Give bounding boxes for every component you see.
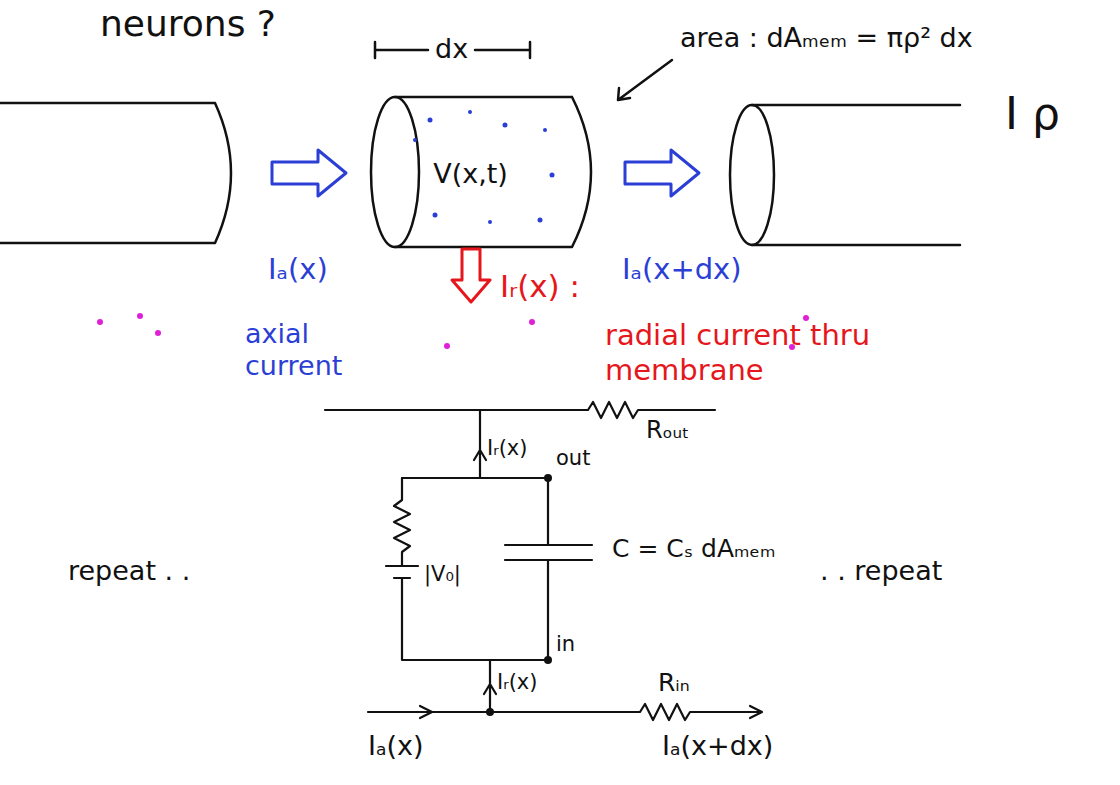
repeat-note: repeat . . bbox=[68, 555, 190, 587]
wire bbox=[402, 477, 548, 479]
terminal-label: in bbox=[556, 632, 575, 657]
resistor-symbol bbox=[325, 402, 715, 418]
resistor-label: Rₒᵤₜ bbox=[646, 416, 689, 445]
leader-arrow bbox=[618, 60, 672, 100]
current-arrow bbox=[484, 660, 496, 712]
terminal-label: out bbox=[556, 446, 590, 471]
area-formula: area : dAₘₑₘ = πρ² dx bbox=[680, 22, 973, 54]
battery-label: |V₀| bbox=[424, 562, 461, 587]
radial-note: radial current thru membrane bbox=[605, 318, 945, 388]
resistor-label: Rᵢₙ bbox=[658, 668, 690, 698]
radial-arrow bbox=[452, 249, 490, 302]
current-label: Iᵣ(x) bbox=[497, 670, 537, 695]
wire bbox=[402, 578, 548, 660]
resistor-symbol bbox=[368, 704, 762, 720]
capacitor-symbol bbox=[505, 478, 592, 660]
cylinder-end bbox=[371, 97, 419, 247]
current-label: Iᵣ(x) : bbox=[500, 268, 580, 305]
ion-dots bbox=[413, 110, 555, 224]
tube-end bbox=[730, 105, 774, 245]
current-label: Iᵣ(x) bbox=[487, 436, 527, 461]
heading-note: neurons ? bbox=[100, 2, 276, 45]
battery-symbol bbox=[386, 566, 418, 578]
potential-label: V(x,t) bbox=[433, 158, 508, 189]
current-label: Iₐ(x) bbox=[368, 730, 424, 762]
cylinder-segment: V(x,t) bbox=[425, 154, 516, 193]
tube-segment bbox=[0, 103, 231, 243]
resistor-symbol bbox=[394, 478, 410, 566]
dimension-label: dx bbox=[435, 33, 468, 65]
repeat-note: . . repeat bbox=[820, 555, 942, 587]
cylinder-body bbox=[395, 97, 591, 247]
current-label: Iₐ(x) bbox=[268, 252, 328, 287]
current-arrow bbox=[474, 410, 486, 478]
axial-arrow bbox=[625, 150, 699, 196]
junction-dots bbox=[486, 474, 552, 716]
capacitor-label: C = Cₛ dAₘₑₘ bbox=[612, 534, 776, 564]
current-label: Iₐ(x+dx) bbox=[622, 252, 742, 287]
tube-segment bbox=[752, 105, 960, 245]
symbol-label: I ρ bbox=[1005, 88, 1060, 141]
current-label: Iₐ(x+dx) bbox=[662, 730, 773, 762]
axial-arrow bbox=[272, 150, 346, 196]
axial-note: axial current bbox=[245, 318, 375, 383]
